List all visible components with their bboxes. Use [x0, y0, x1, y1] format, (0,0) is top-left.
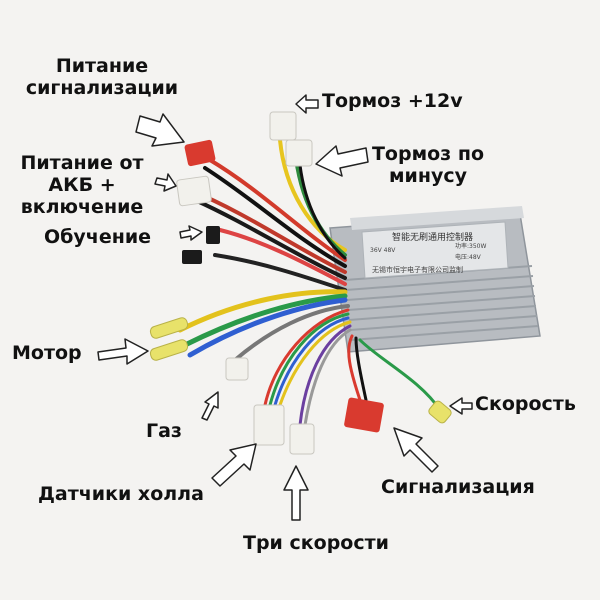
label-three-speed: Три скорости [243, 532, 389, 554]
label-hall: Датчики холла [38, 483, 204, 505]
label-alarm: Сигнализация [381, 476, 535, 498]
wire-bundle [177, 138, 442, 427]
connector-alarm-power [184, 139, 216, 167]
arrow-brake-12v [295, 94, 319, 114]
label-alarm-power-line2: сигнализации [25, 77, 179, 99]
label-alarm-power: Питание сигнализации [8, 55, 196, 99]
connector-motor [149, 317, 189, 361]
arrow-alarm-power [135, 113, 185, 147]
connector-hall [253, 404, 285, 446]
label-learning: Обучение [44, 226, 152, 248]
arrow-brake-minus [315, 145, 369, 177]
arrows [97, 94, 473, 521]
label-alarm-power-line1: Питание [55, 55, 149, 77]
connector-brake-minus [285, 139, 313, 167]
connector-brake-12v [269, 111, 297, 141]
arrow-three-speed [283, 465, 309, 521]
connector-learning [182, 226, 220, 264]
label-battery: Питание от АКБ + включение [4, 152, 160, 218]
arrow-throttle [201, 391, 219, 421]
arrow-battery [154, 173, 177, 192]
connector-throttle [225, 357, 249, 381]
label-brake-minus-line1: Тормоз по [371, 143, 485, 165]
label-brake-minus: Тормоз по минусу [368, 143, 488, 187]
arrow-motor [97, 338, 149, 365]
controller-box [329, 206, 541, 353]
label-battery-line3: включение [20, 196, 144, 218]
connector-battery [176, 175, 212, 207]
controller-spec-1: 36V 48V [370, 247, 396, 254]
arrow-hall [211, 443, 257, 487]
label-brake-12v: Тормоз +12v [322, 90, 463, 112]
label-battery-line1: Питание от [20, 152, 144, 174]
label-motor: Мотор [12, 342, 82, 364]
controller-maker: 无锡市恒宇电子有限公司监制 [372, 265, 463, 274]
connector-alarm [344, 397, 384, 433]
connector-speed [428, 400, 452, 424]
arrow-alarm [393, 427, 439, 473]
label-throttle: Газ [146, 420, 182, 442]
label-battery-line2: АКБ + [48, 174, 116, 196]
label-speed: Скорость [475, 393, 576, 415]
arrow-learning [179, 225, 203, 241]
controller-title: 智能无刷通用控制器 [392, 231, 473, 243]
connector-three-speed [289, 423, 315, 455]
arrow-speed [449, 397, 473, 415]
label-brake-minus-line2: минусу [388, 165, 467, 187]
controller-spec-2: 功率:350W [455, 242, 486, 250]
controller-spec-3: 电压:48V [455, 253, 482, 261]
